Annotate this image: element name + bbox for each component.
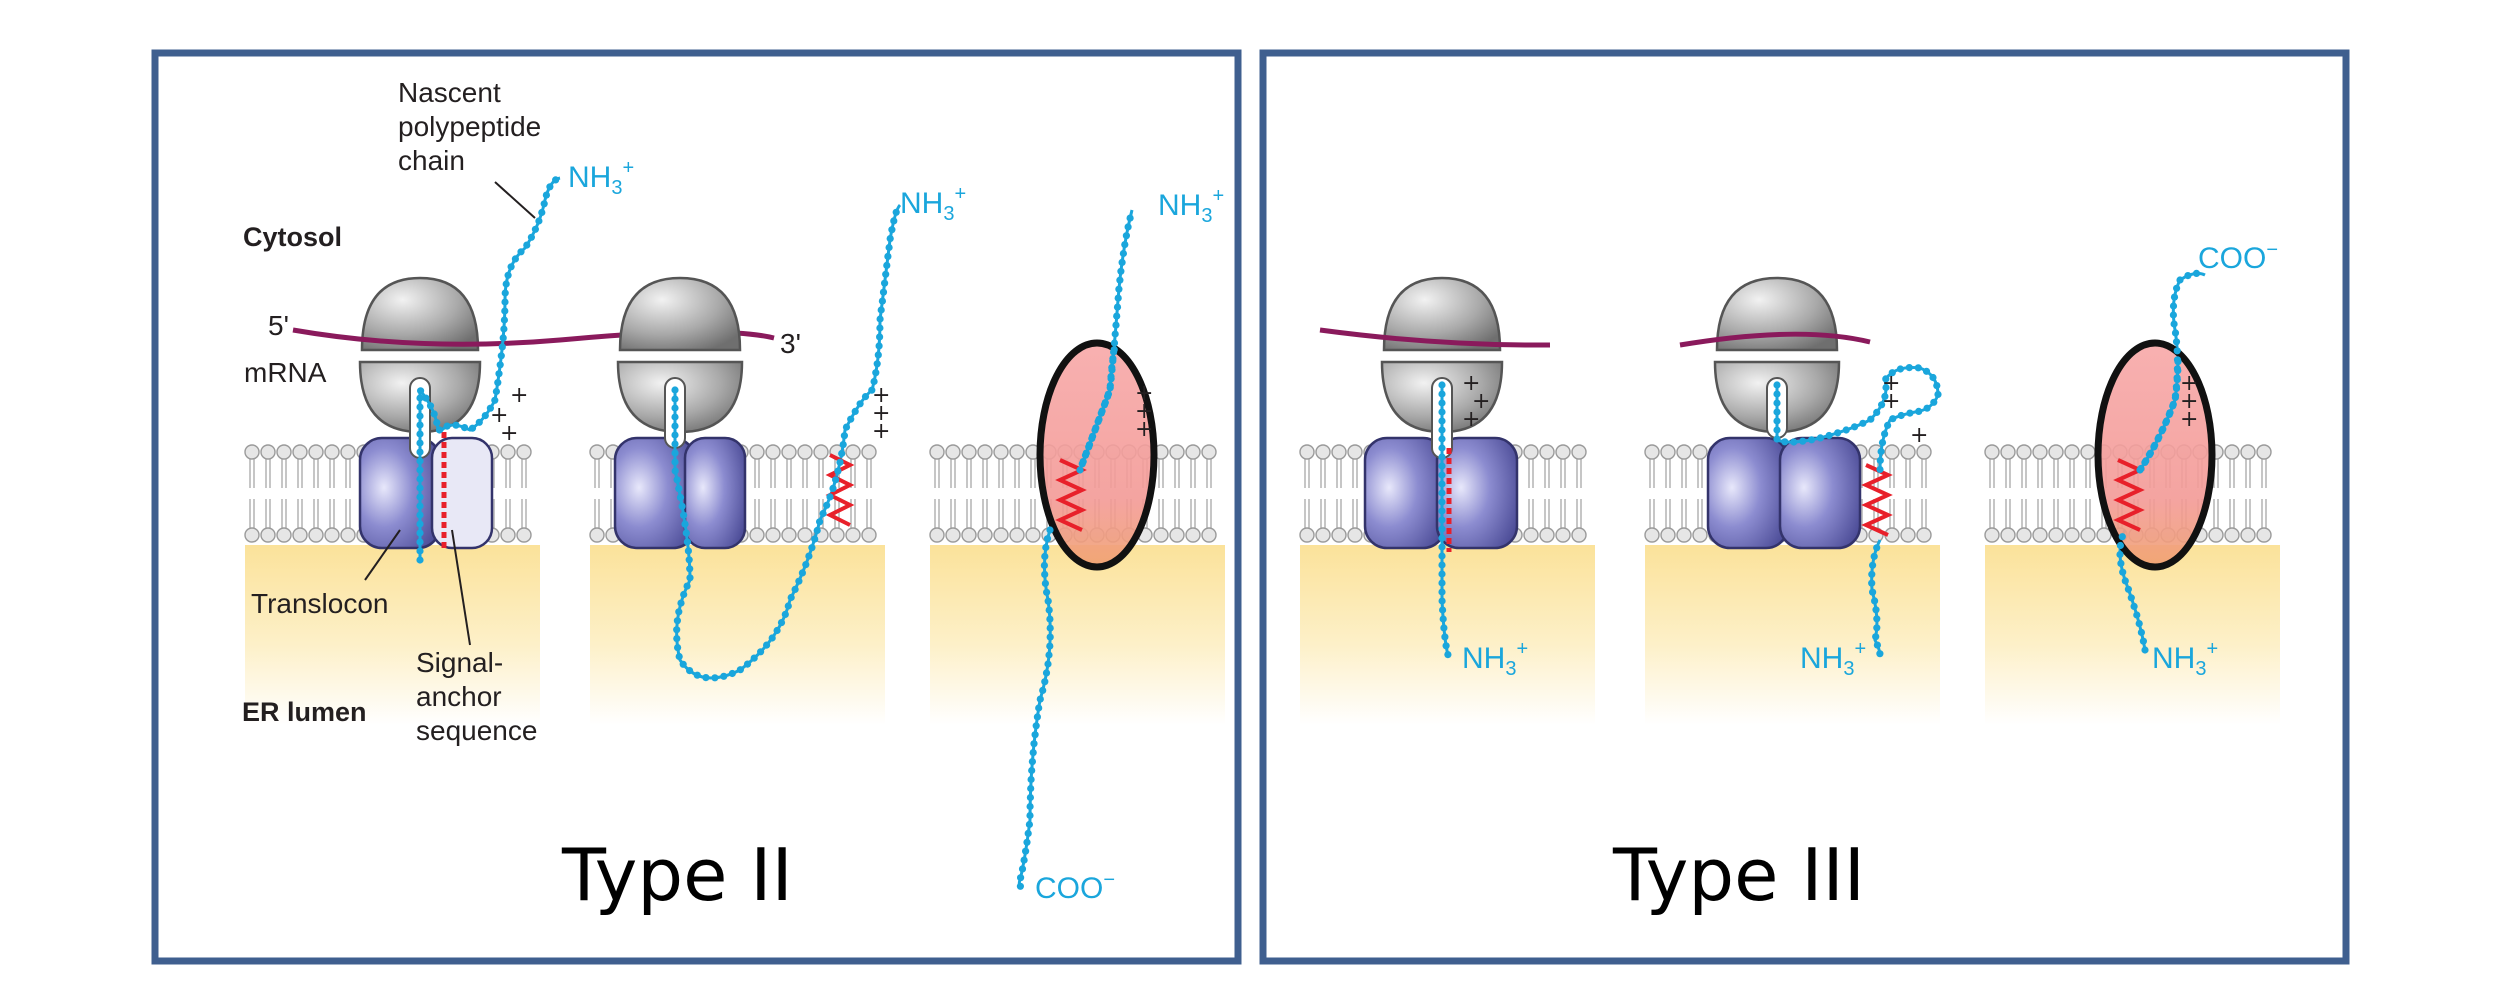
chain-beads (2136, 358, 2182, 474)
c-terminus-label: COO− (1035, 869, 1115, 905)
ribosome (616, 276, 744, 449)
positive-charge: + (1472, 389, 1490, 414)
positive-charge: + (1462, 371, 1480, 396)
nascent-chain-label-line-2: polypeptide (398, 111, 541, 142)
n-terminus-label: NH3+ (900, 183, 966, 225)
er-lumen-label: ER lumen (242, 697, 367, 727)
chain-beads (416, 176, 560, 564)
positive-charge: + (872, 419, 890, 444)
positive-charge: + (1135, 399, 1153, 424)
nascent-chain-label: Nascent polypeptide chain (398, 77, 549, 176)
nascent-chain-label-line-3: chain (398, 145, 465, 176)
signal-anchor-pointer (451, 529, 471, 646)
signal-anchor-helix (825, 453, 855, 527)
type-ii-stage-2 (613, 203, 902, 682)
translocon-label: Translocon (251, 588, 388, 619)
nascent-chain-label-line-1: Nascent (398, 77, 501, 108)
n-terminus-label: NH3+ (568, 157, 634, 199)
mrna-label: mRNA (244, 357, 327, 388)
chain-beads (1438, 381, 1452, 659)
positive-charge: + (1135, 417, 1153, 442)
positive-charge: + (2180, 407, 2198, 432)
c-terminus-label: COO− (2198, 239, 2278, 275)
positive-charge: + (510, 383, 528, 408)
positive-charge: + (872, 401, 890, 426)
n-terminus-label: NH3+ (1158, 185, 1224, 227)
translocon (1706, 436, 1862, 550)
er-lumen-region (1645, 545, 1940, 725)
highlight-oval (2094, 339, 2216, 571)
signal-anchor-label-line-1: Signal- (416, 647, 503, 678)
positive-charge: + (490, 403, 508, 428)
highlight-oval (1036, 339, 1158, 571)
positive-charge: + (500, 421, 518, 446)
type-iii-stage-1 (1319, 276, 1551, 659)
n-terminus-label: NH3+ (1800, 638, 1866, 680)
signal-anchor-label-line-2: anchor (416, 681, 502, 712)
signal-anchor-label: Signal- anchor sequence (416, 647, 537, 746)
signal-anchor-helix (2113, 458, 2145, 532)
charge-marks: ++++++++++++++++++ (490, 371, 2198, 448)
chain-beads (671, 208, 900, 682)
positive-charge: + (1882, 389, 1900, 414)
type-iii-stage-2 (1679, 276, 1942, 658)
cytosol-label: Cytosol (243, 222, 342, 252)
five-prime-label: 5' (268, 310, 289, 341)
lipid-bilayers (244, 444, 2272, 543)
chain-beads (1076, 346, 1118, 474)
chain-beads (1773, 364, 1942, 658)
type-iii-stage-3 (2094, 269, 2216, 654)
type-ii-stage-1 (292, 176, 775, 646)
n-terminus-label: NH3+ (1462, 638, 1528, 680)
type-ii-stage-3 (1016, 209, 1158, 890)
er-lumen-region (930, 545, 1225, 725)
positive-charge: + (1910, 423, 1928, 448)
er-lumen-region (245, 545, 540, 725)
type-iii-panel-frame (1259, 49, 2350, 965)
three-prime-label: 3' (780, 328, 801, 359)
positive-charge: + (872, 383, 890, 408)
chain-beads (1016, 214, 1134, 890)
positive-charge: + (2180, 371, 2198, 396)
type-iii-title: Type III (1612, 833, 1865, 917)
positive-charge: + (1462, 407, 1480, 432)
mrna-strand (1319, 327, 1551, 348)
type-ii-title: Type II (561, 833, 793, 917)
mrna-strand (1679, 331, 1871, 348)
translocon-pointer (364, 529, 401, 581)
positive-charge: + (2180, 389, 2198, 414)
er-lumen-regions (245, 545, 2280, 725)
signal-anchor-helix (1861, 463, 1893, 537)
nascent-chain-pointer (494, 181, 536, 219)
positive-charge: + (1135, 381, 1153, 406)
er-lumen-region (1985, 545, 2280, 725)
er-lumen-region (590, 545, 885, 725)
type-ii-panel-frame (151, 49, 1242, 965)
translocon (1363, 436, 1519, 550)
signal-anchor-label-line-3: sequence (416, 715, 537, 746)
positive-charge: + (1882, 371, 1900, 396)
